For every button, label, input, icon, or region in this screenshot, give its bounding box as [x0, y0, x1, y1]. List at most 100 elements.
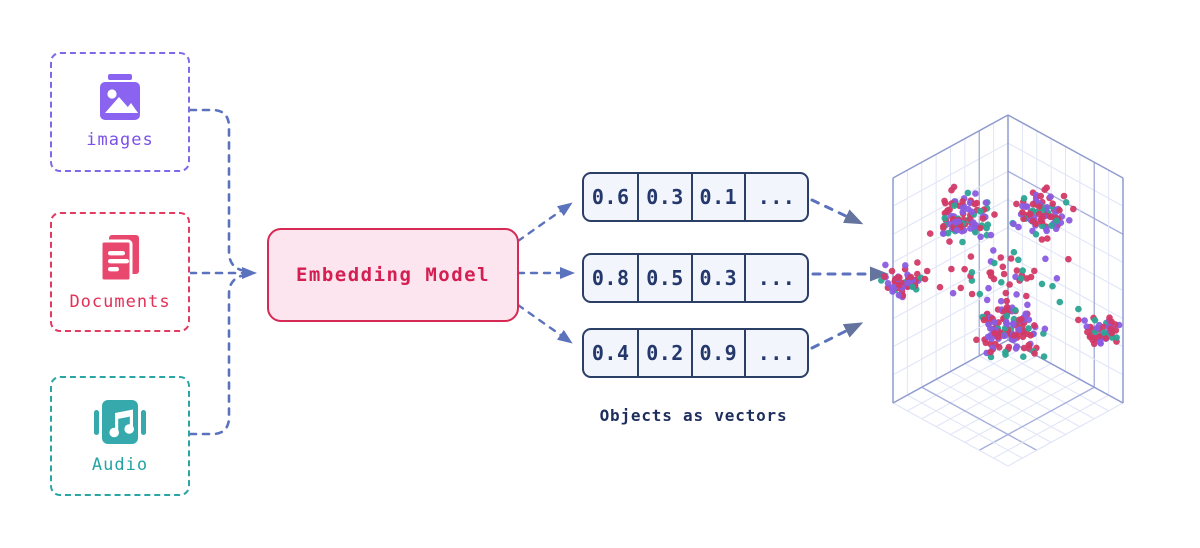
- vector-point: [1047, 213, 1054, 220]
- vector-point: [1070, 205, 1077, 213]
- vector-point: [1108, 329, 1116, 337]
- vector-point: [1007, 255, 1015, 262]
- vector-point: [909, 283, 916, 291]
- vector-point: [954, 218, 962, 225]
- vector-point: [881, 273, 888, 280]
- vector-point: [1093, 324, 1101, 332]
- vector-point: [1037, 192, 1044, 200]
- vector-point: [1019, 209, 1026, 216]
- embedding-model-label: Embedding Model: [295, 264, 491, 286]
- vector-cell: 0.8: [591, 266, 630, 290]
- vector-point: [991, 211, 998, 218]
- vector-point: [957, 284, 965, 292]
- vector-point: [1003, 312, 1011, 320]
- vector-point: [1020, 344, 1028, 352]
- vector-point: [983, 296, 991, 304]
- vector-point: [968, 208, 975, 215]
- vector-point: [1042, 255, 1049, 263]
- vector-point: [1100, 323, 1107, 331]
- vector-point: [971, 200, 978, 208]
- connector-model-to-vector1-arrow: [516, 202, 573, 243]
- vector-point: [1027, 210, 1034, 218]
- vector-cell: 0.1: [690, 174, 744, 220]
- source-label-audio: Audio: [91, 455, 149, 475]
- vector-point: [1023, 275, 1031, 282]
- vector-point: [1047, 193, 1054, 200]
- vector-point: [985, 284, 992, 292]
- vector-point: [959, 198, 966, 205]
- vector-point: [940, 223, 947, 230]
- vector-point: [976, 207, 984, 215]
- vector-point: [1075, 316, 1082, 324]
- vector-point: [923, 267, 931, 275]
- vector-point: [970, 219, 977, 226]
- vector-point: [1010, 248, 1018, 256]
- vector-point: [1035, 210, 1043, 218]
- vector-point: [948, 186, 955, 194]
- vector-point: [894, 274, 901, 282]
- vector-point: [987, 231, 995, 239]
- vector-point: [997, 254, 1005, 261]
- vector-point: [1065, 255, 1072, 263]
- vector-point: [1044, 235, 1051, 242]
- vector-point: [1009, 320, 1017, 327]
- vector-cell: 0.3: [690, 255, 744, 301]
- vector-point: [888, 267, 896, 275]
- vector-point: [1003, 320, 1011, 328]
- vector-cell: 0.6: [591, 185, 630, 209]
- vector-cell: 0.9: [690, 330, 744, 376]
- connector-model-to-vector3-arrow: [516, 303, 573, 344]
- vector-cell: ...: [744, 330, 807, 376]
- vector-point: [1043, 184, 1050, 191]
- vector-point: [979, 215, 987, 222]
- vector-point: [1029, 200, 1037, 208]
- vector-point: [1002, 289, 1010, 297]
- vector-point: [1113, 334, 1120, 341]
- vector-point: [1025, 316, 1033, 323]
- vector-point: [1018, 316, 1025, 323]
- vector-point: [1013, 291, 1020, 298]
- vector-point: [1029, 217, 1037, 225]
- vector-point: [983, 224, 990, 232]
- vector-point: [982, 199, 990, 206]
- vector-space-dots: [878, 183, 1123, 361]
- vector-point: [1020, 195, 1028, 202]
- vector-point: [948, 265, 955, 273]
- vector-point: [1041, 325, 1049, 333]
- vector-point: [1010, 220, 1017, 228]
- vector-point: [1015, 223, 1022, 231]
- vector-point: [1038, 280, 1046, 288]
- vector-point: [1023, 292, 1030, 300]
- vector-point: [1040, 353, 1048, 360]
- vector-point: [1002, 351, 1009, 358]
- vector-cell: 0.4: [591, 341, 630, 365]
- connector-audio-to-merge: [188, 274, 243, 436]
- vector-point: [998, 279, 1005, 286]
- vector-point: [973, 336, 980, 344]
- vector-point: [1006, 281, 1013, 288]
- connector-images-to-merge: [188, 108, 243, 272]
- vector-point: [902, 262, 909, 269]
- vector-point: [949, 289, 957, 297]
- vector-cell: 0.5: [637, 255, 690, 301]
- vector-point: [1083, 323, 1091, 330]
- vector-point: [1017, 275, 1025, 282]
- vector-point: [1031, 350, 1038, 357]
- vector-point: [1108, 318, 1115, 326]
- vector-cell: 0.2: [637, 330, 690, 376]
- vector-point: [961, 265, 968, 273]
- connector-vector3-to-space-arrow: [810, 322, 864, 350]
- vector-point: [996, 344, 1003, 351]
- source-box-images: images: [50, 52, 190, 172]
- vector-point: [968, 269, 976, 276]
- documents-icon: [99, 235, 139, 283]
- vector-point: [914, 259, 921, 266]
- vector-point: [1043, 227, 1050, 235]
- vector-point: [939, 230, 947, 237]
- vector-point: [1049, 200, 1056, 207]
- connector-vector1-to-space-arrow: [810, 198, 864, 225]
- vector-point: [1027, 332, 1034, 339]
- vector-point: [895, 291, 903, 299]
